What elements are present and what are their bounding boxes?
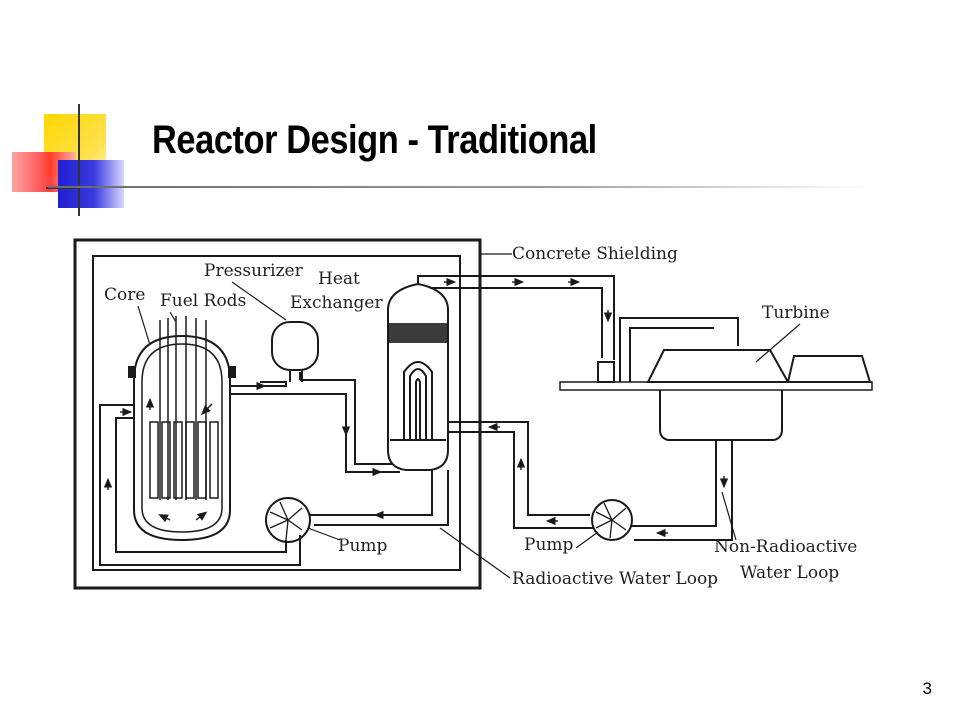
decor-blue-square	[58, 160, 124, 208]
pump-secondary	[591, 499, 633, 541]
title-underline	[48, 186, 868, 188]
secondary-loop-piping	[630, 440, 733, 541]
leader-lines	[137, 253, 801, 579]
decor-horizontal-line	[46, 187, 76, 189]
pump-primary	[265, 497, 311, 543]
label-concrete-shielding: Concrete Shielding	[512, 244, 678, 264]
label-non-radioactive-1: Non-Radioactive	[714, 537, 857, 557]
reactor-vessel	[128, 334, 236, 542]
label-pressurizer: Pressurizer	[204, 261, 304, 281]
label-pump-left: Pump	[338, 536, 388, 556]
label-pump-right: Pump	[524, 535, 574, 555]
flow-arrows	[103, 277, 729, 538]
page-number: 3	[922, 679, 932, 698]
fuel-rods	[149, 316, 219, 500]
turbine	[559, 317, 873, 441]
label-radioactive-loop: Radioactive Water Loop	[512, 569, 718, 589]
label-non-radioactive-2: Water Loop	[740, 563, 839, 583]
label-fuel-rods: Fuel Rods	[160, 291, 246, 311]
concrete-shielding-box	[73, 238, 482, 590]
decor-vertical-line	[78, 104, 80, 216]
steam-line	[417, 275, 615, 360]
label-heat: Heat	[318, 269, 360, 289]
label-core: Core	[104, 285, 145, 305]
label-turbine: Turbine	[762, 303, 830, 323]
feedwater-line	[448, 421, 594, 529]
pressurizer	[271, 321, 319, 382]
slide-title: Reactor Design - Traditional	[152, 118, 597, 162]
label-exchanger: Exchanger	[290, 293, 383, 313]
heat-exchanger	[387, 282, 449, 471]
